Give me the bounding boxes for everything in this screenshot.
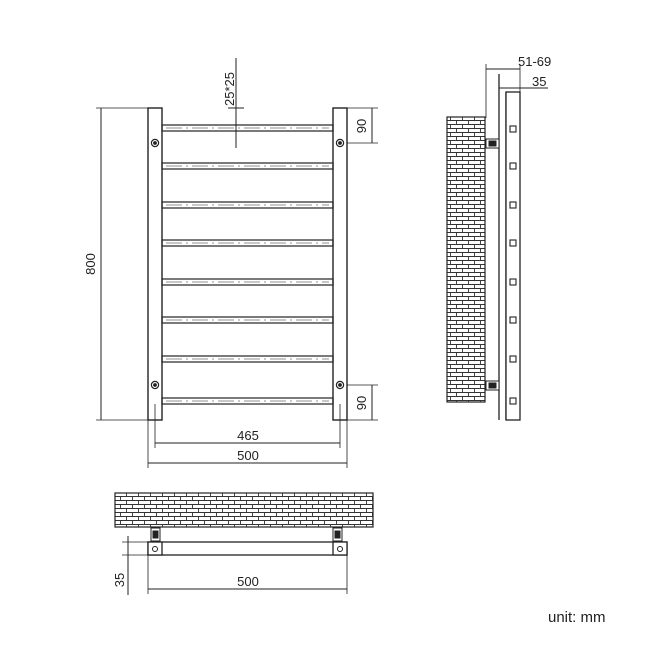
bolt [150,138,160,148]
bolt [153,383,157,387]
rail [161,397,334,405]
right-post [332,107,348,421]
dim-wall-offset-range: 51-69 [518,54,551,69]
bolt [335,380,345,390]
rail [161,201,334,209]
rail [161,239,334,247]
unit-label: unit: mm [548,609,606,626]
left-post [147,107,163,421]
brick-wall [446,116,486,403]
dim-bottom-width: 500 [237,574,259,589]
rails [161,124,334,405]
rail [161,124,334,132]
wall-bracket [485,138,500,391]
dim-valve-offset-top: 90 [354,119,369,133]
rail [161,278,334,286]
rail [161,316,334,324]
dim-width: 500 [237,448,259,463]
dim-valve-offset-bottom: 90 [354,396,369,410]
bolt [153,141,157,145]
front-view [96,58,378,468]
dim-bottom-depth: 35 [112,573,127,587]
rail [161,355,334,363]
bolt [338,141,342,145]
dim-pipe-spacing: 25*25 [222,72,237,106]
brick-wall-top [114,492,374,528]
dim-rail-width: 465 [237,428,259,443]
bolt [338,383,342,387]
side-view [446,64,548,421]
wall-bracket [150,527,343,542]
bolt [335,138,345,148]
bolt [150,380,160,390]
rail [161,162,334,170]
dim-rail-depth: 35 [532,74,546,89]
top-view [114,492,374,595]
dim-height: 800 [83,253,98,275]
mounting-bolts [150,138,345,390]
